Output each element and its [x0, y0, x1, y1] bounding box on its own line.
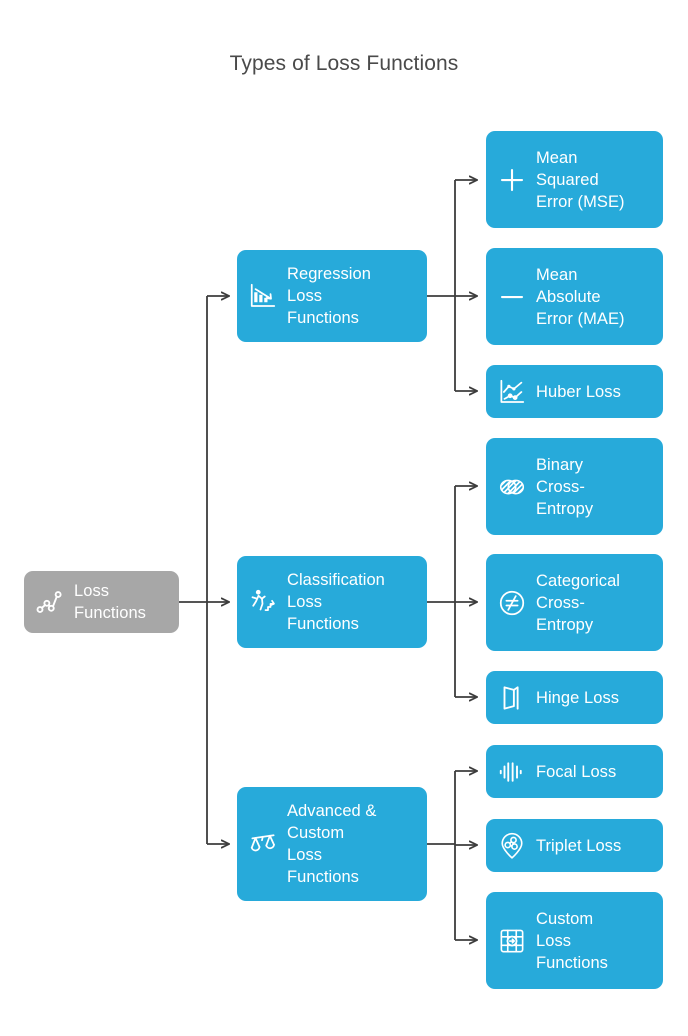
- node-label: Advanced & Custom Loss Functions: [287, 802, 377, 886]
- node-label: Regression Loss Functions: [287, 265, 371, 327]
- settings-target-icon: [497, 926, 527, 956]
- node-label: Hinge Loss: [536, 688, 620, 707]
- node-label: Loss Functions: [74, 582, 146, 622]
- map-pin-triplet-icon: [497, 831, 527, 861]
- node-loss-functions-root[interactable]: Loss Functions: [24, 571, 179, 633]
- hatched-circle-icon: [497, 472, 527, 502]
- declining-bar-chart-icon: [248, 281, 278, 311]
- node-huber-loss[interactable]: Huber Loss: [486, 365, 663, 418]
- node-label: Triplet Loss: [536, 836, 622, 855]
- not-equal-circle-icon: [497, 588, 527, 618]
- balance-scale-icon: [248, 829, 278, 859]
- node-categorical-cross-entropy[interactable]: Categorical Cross- Entropy: [486, 554, 663, 651]
- connected-scatter-icon: [35, 587, 65, 617]
- node-label: Classification Loss Functions: [287, 571, 385, 633]
- node-label: Custom Loss Functions: [536, 909, 608, 972]
- node-mean-squared-error[interactable]: Mean Squared Error (MSE): [486, 131, 663, 228]
- node-binary-cross-entropy[interactable]: Binary Cross- Entropy: [486, 438, 663, 535]
- line-chart-icon: [497, 377, 527, 407]
- node-regression-loss-functions[interactable]: Regression Loss Functions: [237, 250, 427, 342]
- node-mean-absolute-error[interactable]: Mean Absolute Error (MAE): [486, 248, 663, 345]
- audio-waveform-icon: [497, 757, 527, 787]
- node-label: Mean Absolute Error (MAE): [536, 265, 625, 328]
- running-person-stairs-icon: [248, 587, 278, 617]
- node-triplet-loss[interactable]: Triplet Loss: [486, 819, 663, 872]
- minus-icon: [497, 282, 527, 312]
- door-hinge-icon: [497, 683, 527, 713]
- page-title: Types of Loss Functions: [229, 52, 459, 75]
- node-label: Mean Squared Error (MSE): [536, 148, 625, 211]
- node-advanced-custom-loss-functions[interactable]: Advanced & Custom Loss Functions: [237, 787, 427, 901]
- node-hinge-loss[interactable]: Hinge Loss: [486, 671, 663, 724]
- node-classification-loss-functions[interactable]: Classification Loss Functions: [237, 556, 427, 648]
- node-label: Categorical Cross- Entropy: [536, 571, 621, 634]
- node-label: Focal Loss: [536, 762, 617, 781]
- node-custom-loss-functions[interactable]: Custom Loss Functions: [486, 892, 663, 989]
- plus-icon: [497, 165, 527, 195]
- node-focal-loss[interactable]: Focal Loss: [486, 745, 663, 798]
- node-label: Binary Cross- Entropy: [536, 455, 594, 518]
- node-label: Huber Loss: [536, 382, 621, 401]
